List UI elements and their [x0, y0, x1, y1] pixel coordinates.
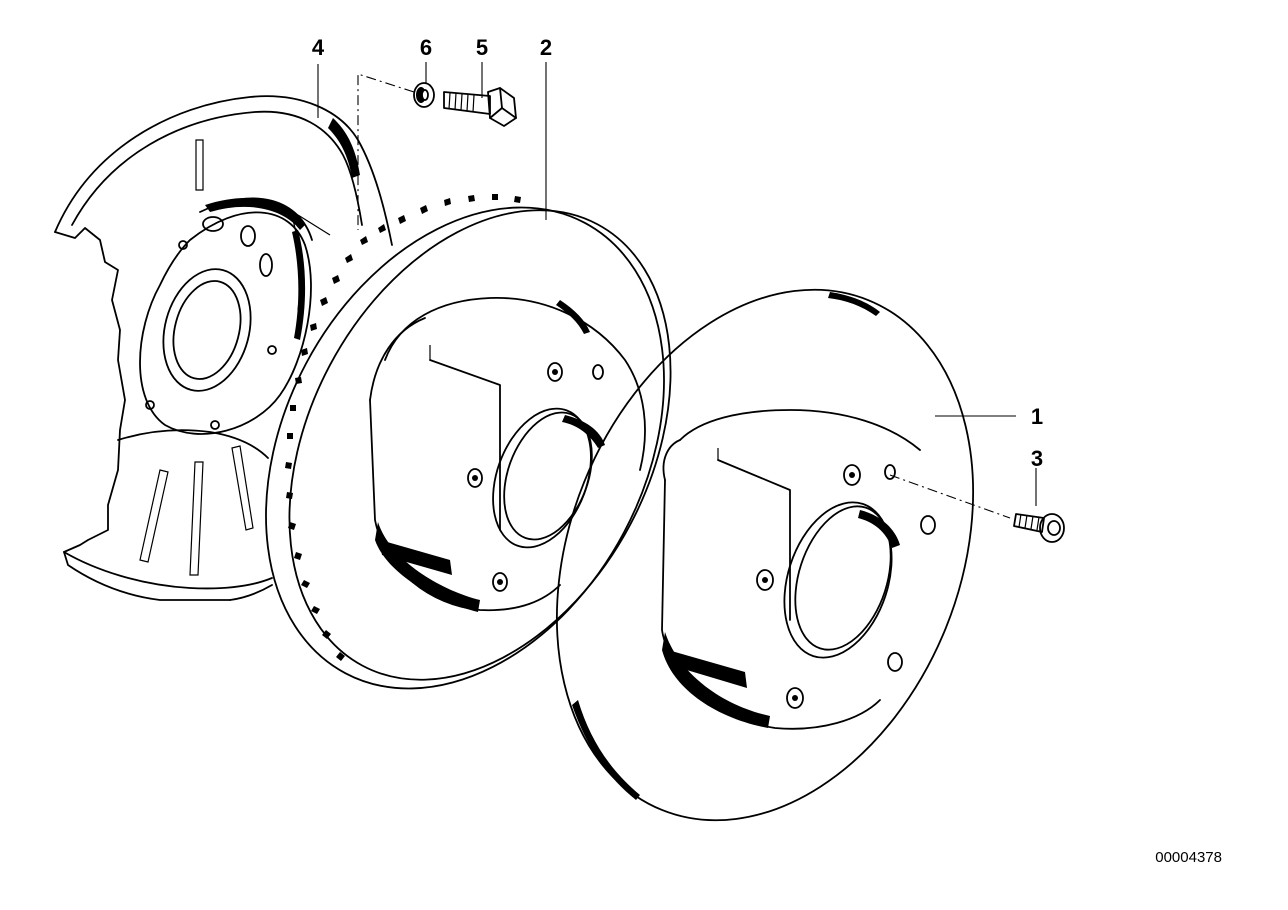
brake-disc-part-1 [556, 288, 974, 822]
callout-6: 6 [420, 35, 432, 60]
callout-1: 1 [1031, 404, 1043, 429]
brake-shield-part-4 [54, 95, 393, 601]
callout-2: 2 [540, 35, 552, 60]
assembly-axis-lines [357, 73, 1011, 519]
callout-labels: 4 6 5 2 1 3 [312, 35, 1043, 471]
washer-part-6 [413, 82, 435, 108]
vented-brake-disc-part-2 [265, 194, 672, 690]
callout-3: 3 [1031, 446, 1043, 471]
callout-4: 4 [312, 35, 325, 60]
disc-vent-slots [285, 194, 521, 661]
diagram-reference-number: 00004378 [1155, 849, 1222, 866]
leader-lines [317, 62, 1037, 506]
screw-part-3 [1013, 513, 1065, 543]
bolt-part-5 [443, 87, 517, 127]
callout-5: 5 [476, 35, 488, 60]
